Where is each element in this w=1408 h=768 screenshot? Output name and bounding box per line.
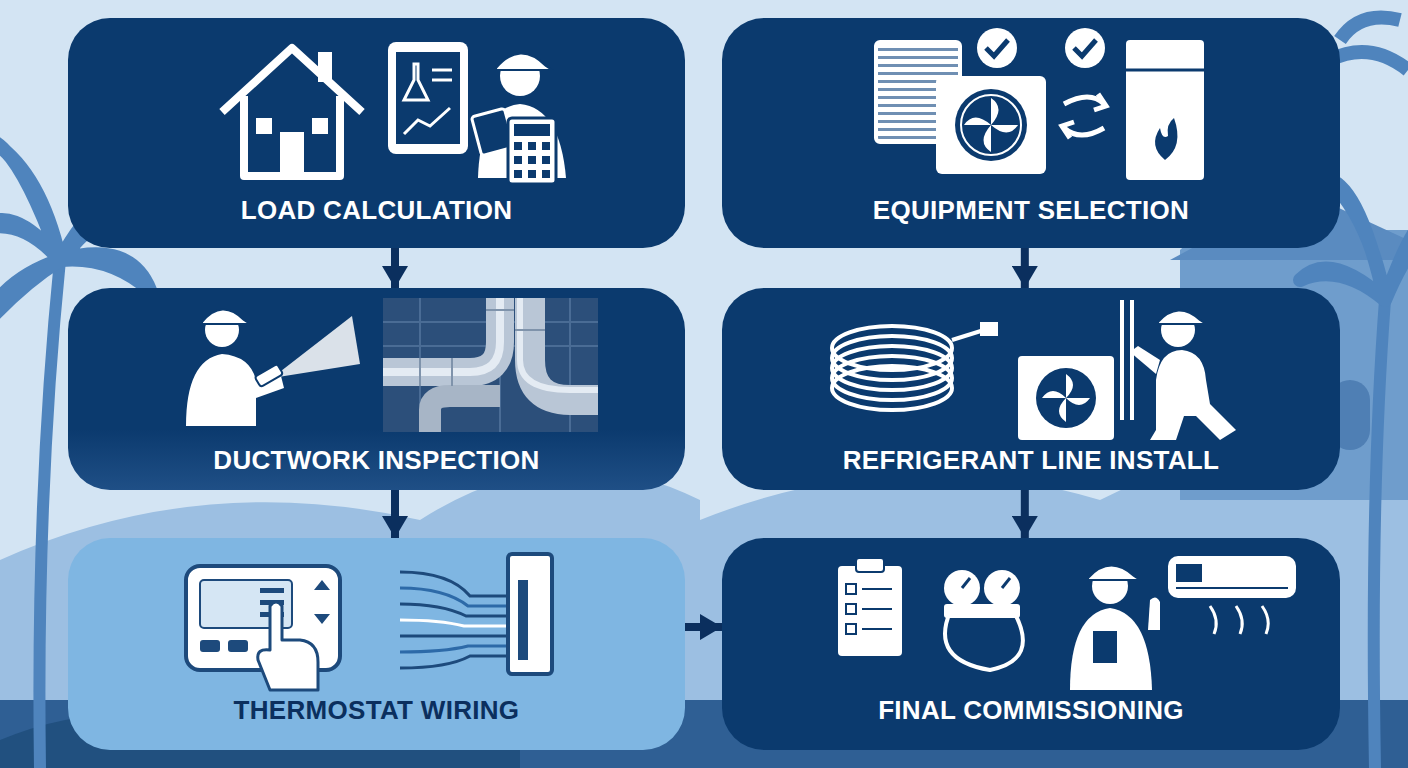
technician-thumbs-up: [1070, 565, 1160, 690]
hand-icon: [258, 602, 318, 690]
outdoor-unit-icon: [1018, 300, 1132, 440]
technician-icon: [471, 53, 566, 178]
step-panel: FINAL COMMISSIONING: [722, 538, 1340, 750]
step-label: EQUIPMENT SELECTION: [873, 196, 1189, 226]
tablet-icon: [388, 42, 468, 154]
inspector-icon: [186, 309, 284, 426]
installer-icon: [1130, 310, 1236, 440]
terminal-box: [508, 554, 552, 674]
flow-arrow: [391, 490, 399, 538]
flow-arrow: [1021, 248, 1029, 288]
flow-arrow: [685, 623, 722, 631]
check-icon: [977, 28, 1105, 68]
swap-arrows-icon: [1062, 94, 1106, 138]
step-panel: REFRIGERANT LINE INSTALL: [722, 288, 1340, 490]
flashlight-beam: [272, 316, 360, 378]
step-label: THERMOSTAT WIRING: [234, 696, 520, 726]
calculator-icon: [508, 118, 556, 184]
mini-split-icon: [1168, 556, 1296, 634]
duct-photo: [383, 298, 598, 432]
step-panel: LOAD CALCULATION: [68, 18, 685, 248]
wires-icon: [400, 572, 520, 668]
fan-unit-icon: [936, 76, 1046, 174]
checklist-icon: [838, 558, 902, 656]
step-label: LOAD CALCULATION: [241, 196, 513, 226]
coil-icon: [832, 324, 996, 410]
furnace-icon: [1126, 40, 1204, 180]
step-label: DUCTWORK INSPECTION: [213, 446, 539, 476]
step-panel: THERMOSTAT WIRING: [68, 538, 685, 750]
flow-arrow: [391, 248, 399, 288]
step-label: REFRIGERANT LINE INSTALL: [843, 446, 1219, 476]
house-icon: [222, 48, 362, 176]
condenser-icon: [876, 42, 960, 142]
gauge-manifold-icon: [944, 570, 1023, 670]
step-panel: EQUIPMENT SELECTION: [722, 18, 1340, 248]
thermostat-icon: [186, 566, 340, 670]
step-panel: DUCTWORK INSPECTION: [68, 288, 685, 490]
flow-arrow: [1021, 490, 1029, 538]
step-label: FINAL COMMISSIONING: [878, 696, 1184, 726]
